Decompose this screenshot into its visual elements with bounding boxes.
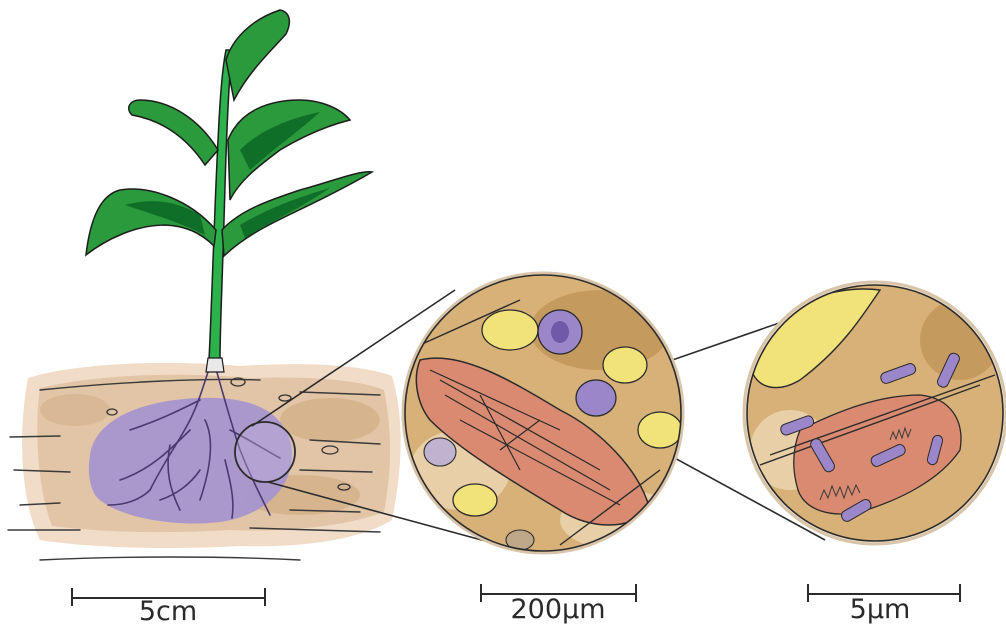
zoom-target-circle [235,422,295,482]
scale-label-soil: 5cm [139,596,197,625]
magnified-microbes [744,282,1006,544]
microbe-colony [576,380,616,416]
magnified-soil-aggregate [400,270,690,560]
soil-cross-section [8,360,401,560]
leaf-lower-right [222,172,372,256]
soil-patch [40,394,110,426]
mineral-grain [638,412,682,448]
scale-label-microbes: 5µm [850,594,911,625]
seedling-icon [86,10,372,372]
leaf-top [226,10,289,100]
leaf-upper-left [129,100,218,165]
scale-label-aggregate: 200µm [510,594,605,625]
mineral-grain [453,484,497,516]
stem-base [206,358,224,372]
soil-patch [280,398,380,442]
mineral-grain [482,310,538,350]
mineral-grain [603,347,647,383]
microbe-colony [424,438,456,466]
plant-stem [209,50,232,360]
